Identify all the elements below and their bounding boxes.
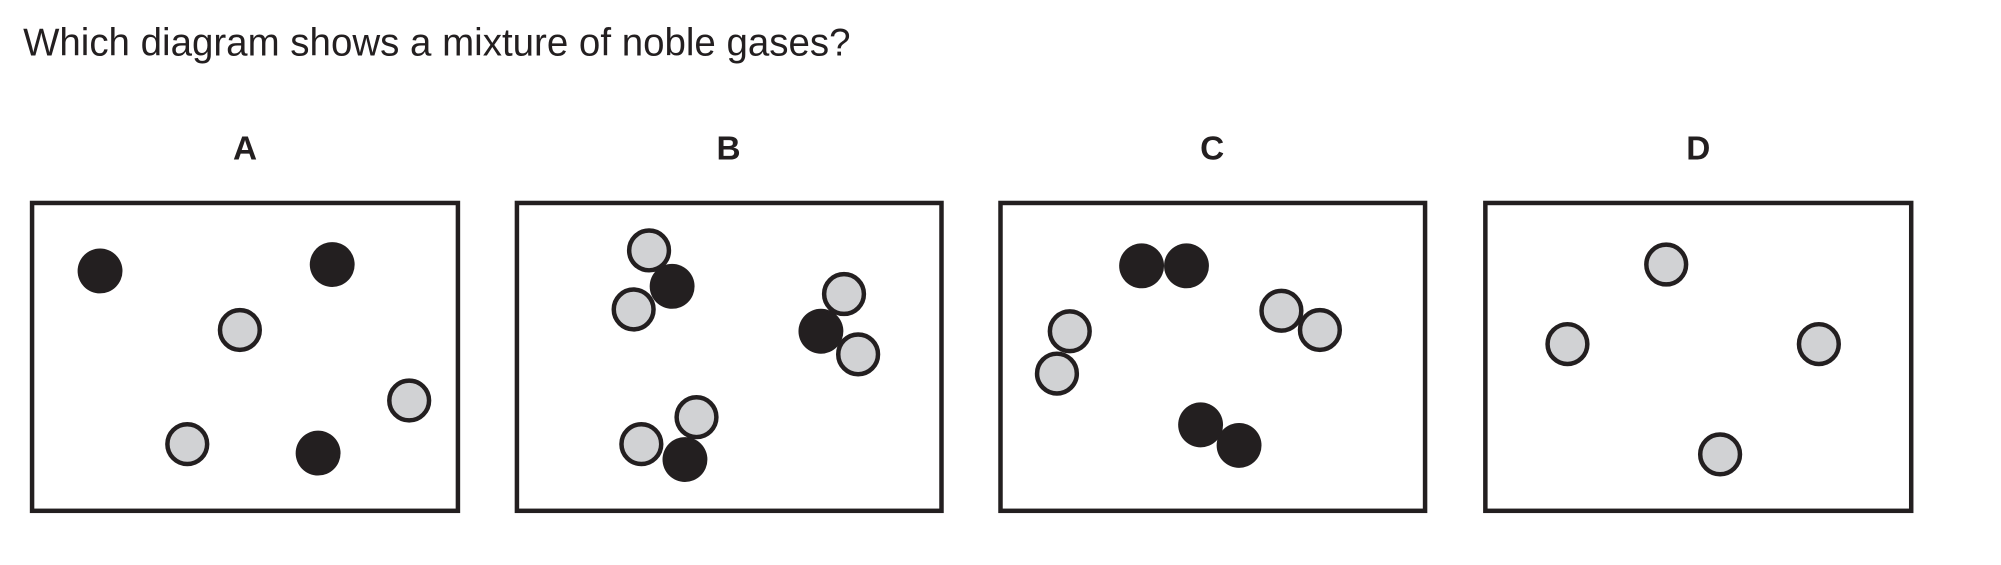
light-atom-a [217,307,262,353]
option-label-b: B [717,130,741,167]
light-atom-c [1259,288,1304,333]
light-atom-c [1297,307,1343,353]
option-label-c: C [1200,130,1224,167]
light-atom-d [1697,432,1743,477]
dark-atom-a [295,430,341,476]
light-atom-b [611,287,656,332]
light-atom-c [1047,309,1092,354]
light-atom-b [626,228,672,273]
dark-atom-b [662,437,708,482]
dark-atom-c [1119,243,1165,289]
light-atom-b [674,395,719,440]
dark-atom-a [77,248,123,294]
option-label-d: D [1686,130,1710,167]
diagram-box-d[interactable] [1483,200,1914,514]
light-atom-d [1796,321,1841,367]
light-atom-b [835,332,881,377]
light-atom-a [387,378,432,423]
light-atom-b [821,271,867,317]
light-atom-d [1644,242,1689,287]
dark-atom-b [798,308,844,354]
dark-atom-c [1178,402,1224,448]
dark-atom-c [1216,422,1262,468]
option-label-a: A [233,130,257,167]
light-atom-a [165,421,210,467]
light-atom-c [1034,351,1080,396]
light-atom-b [619,421,664,467]
light-atom-d [1545,321,1590,367]
dark-atom-c [1164,243,1209,289]
particles [77,228,1841,482]
dark-atom-b [649,263,695,309]
dark-atom-a [309,242,355,287]
question-text: Which diagram shows a mixture of noble g… [23,21,850,64]
